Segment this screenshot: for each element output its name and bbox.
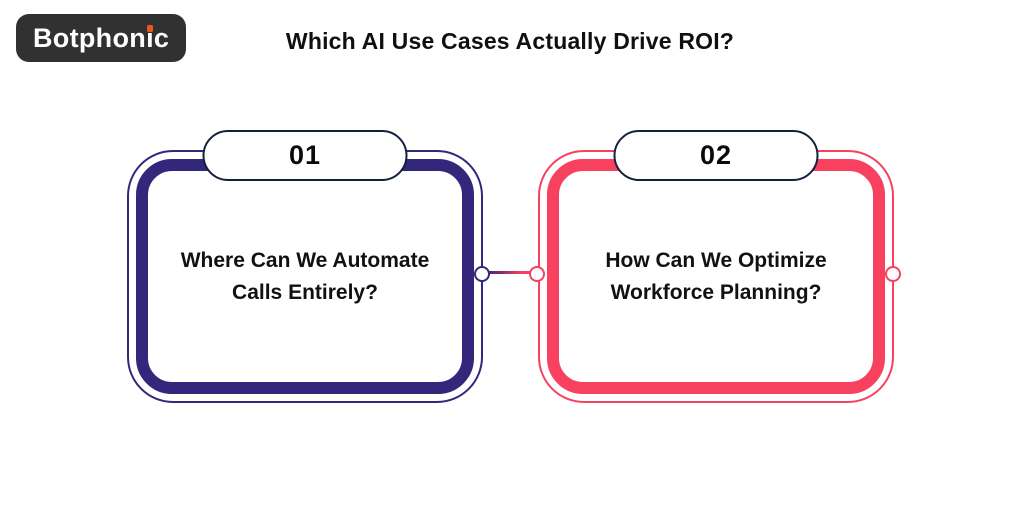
card-01: 01 Where Can We Automate Calls Entirely? (127, 130, 490, 403)
card-01-connector-node-right (474, 266, 490, 282)
card-02-connector-node-right (885, 266, 901, 282)
card-02: 02 How Can We Optimize Workforce Plannin… (529, 130, 901, 403)
card-02-body: How Can We Optimize Workforce Planning? (547, 159, 885, 394)
card-01-number: 01 (288, 140, 322, 170)
card-02-number: 02 (699, 140, 733, 170)
logo-text: Botphonic (33, 22, 170, 53)
card-01-number-badge: 01 (202, 130, 408, 181)
page-title: Which AI Use Cases Actually Drive ROI? (285, 28, 735, 54)
logo-letter-i: i (146, 22, 154, 53)
card-01-body: Where Can We Automate Calls Entirely? (136, 159, 474, 394)
card-02-connector-node-left (529, 266, 545, 282)
card-02-question: How Can We Optimize Workforce Planning? (605, 249, 827, 304)
card-01-question: Where Can We Automate Calls Entirely? (180, 249, 430, 304)
card-02-number-badge: 02 (613, 130, 819, 181)
botphonic-logo: Botphonic (16, 14, 187, 62)
connector-line (483, 271, 539, 274)
